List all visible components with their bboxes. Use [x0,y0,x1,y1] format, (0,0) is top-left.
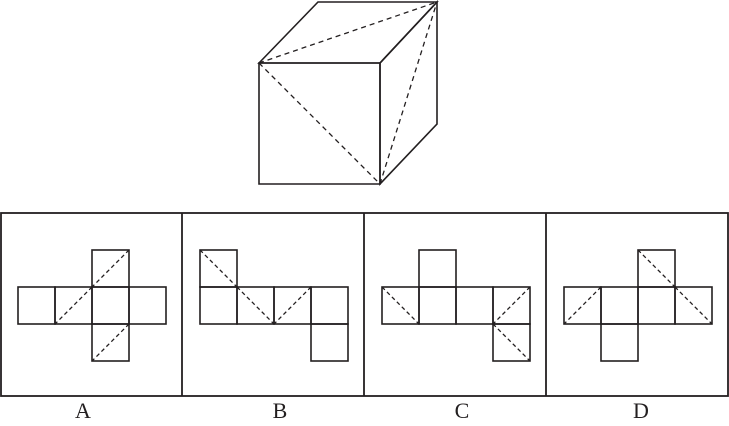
option-label-d[interactable]: D [633,398,649,423]
net-c-square [418,286,457,325]
cube-3d [257,0,439,187]
net-a-diagonal [91,323,130,362]
net-b-square [310,323,349,362]
net-c-diagonal [492,286,531,325]
net-d-square [600,323,639,362]
cube-nets [17,249,713,362]
net-d-diagonal [563,286,602,325]
net-d [563,249,713,362]
net-a-square [17,286,56,325]
net-a-diagonal [91,249,130,288]
cube-right-diagonal [379,1,438,185]
net-b-square [310,286,349,325]
net-a [17,249,167,362]
net-d-square [637,286,676,325]
net-b-diagonal [273,286,312,325]
net-b-diagonal [236,286,275,325]
net-a-square [91,323,130,362]
net-c-diagonal [381,286,420,325]
net-d-diagonal [637,249,676,288]
net-d-square [674,286,713,325]
cube-right-face [379,0,438,187]
net-a-diagonal [54,286,93,325]
option-label-c[interactable]: C [454,398,470,423]
net-a-square [91,286,130,325]
net-b-square [199,286,238,325]
net-c-square [455,286,494,325]
option-label-b[interactable]: B [272,398,288,423]
cube-front-diagonal [258,62,381,185]
net-a-square [128,286,167,325]
net-d-square [600,286,639,325]
net-b-diagonal [199,249,238,288]
net-d-diagonal [674,286,713,325]
net-c-diagonal [492,323,531,362]
cube-top-diagonal [258,1,438,64]
net-b [199,249,349,362]
net-c-square [418,249,457,288]
option-label-a[interactable]: A [75,398,91,423]
net-c [381,249,531,362]
net-c-square [492,323,531,362]
